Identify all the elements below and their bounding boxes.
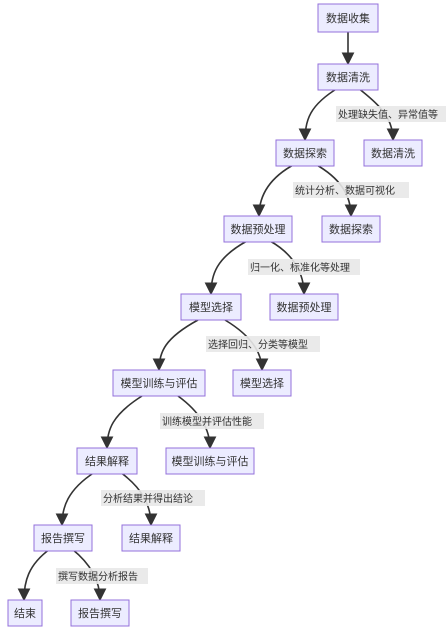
edge-label-text: 撰写数据分析报告 [58,570,138,583]
edge-label-text: 分析结果并得出结论 [103,492,193,505]
nodes-layer: 数据收集 数据清洗 数据清洗 数据探索 数据探索 数据预处理 数据预处理 [7,3,423,627]
node-result-interpretation-leaf[interactable]: 结果解释 [121,524,181,552]
node-label: 模型训练与评估 [172,454,249,468]
edge-select-to-train [152,319,199,372]
node-model-selection-leaf[interactable]: 模型选择 [232,369,292,397]
edge-label-preprocess: 归一化、标准化等处理 [248,259,360,275]
edge-labels-layer: 处理缺失值、异常值等 统计分析、数据可视化 归一化、标准化等处理 选择回归、分类… [56,106,446,584]
edge-label-explore: 统计分析、数据可视化 [293,182,409,198]
edge-label-text: 训练模型并评估性能 [162,415,252,428]
node-report-writing[interactable]: 报告撰写 [33,524,93,552]
node-label: 数据预处理 [277,300,332,314]
edge-label-train: 训练模型并评估性能 [160,413,264,429]
node-label: 数据收集 [326,11,370,25]
edge-label-interpret: 分析结果并得出结论 [101,490,205,506]
edge-label-select: 选择回归、分类等模型 [206,336,320,352]
node-data-cleaning-leaf[interactable]: 数据清洗 [363,139,423,167]
node-label: 数据探索 [329,222,373,236]
node-end[interactable]: 结束 [7,599,43,627]
edge-preprocess-to-select [204,240,248,296]
edge-label-text: 选择回归、分类等模型 [208,338,308,351]
edge-train-to-interpret [100,395,143,450]
node-label: 数据预处理 [231,222,286,236]
node-label: 报告撰写 [41,531,85,545]
node-data-exploration-leaf[interactable]: 数据探索 [321,215,381,243]
edge-label-clean: 处理缺失值、异常值等 [336,106,446,122]
node-label: 结果解释 [85,454,129,468]
node-model-training-leaf[interactable]: 模型训练与评估 [165,447,255,475]
edge-label-text: 处理缺失值、异常值等 [338,108,438,121]
node-label: 模型训练与评估 [121,376,198,390]
node-data-collection[interactable]: 数据收集 [317,3,379,33]
node-label: 模型选择 [189,300,233,314]
edge-clean-to-explore [298,87,339,142]
node-label: 结束 [14,607,36,620]
node-result-interpretation[interactable]: 结果解释 [76,447,138,475]
node-label: 报告撰写 [78,606,122,620]
node-label: 模型选择 [240,376,284,390]
edge-label-text: 归一化、标准化等处理 [250,261,350,274]
node-label: 数据探索 [283,146,327,160]
node-data-cleaning[interactable]: 数据清洗 [317,63,379,91]
node-data-preprocessing-leaf[interactable]: 数据预处理 [269,293,339,321]
edge-label-report: 撰写数据分析报告 [56,568,148,584]
node-label: 结果解释 [129,531,173,545]
node-report-writing-leaf[interactable]: 报告撰写 [70,599,130,627]
edge-report-to-end [17,548,51,602]
edge-explore-to-preprocess [252,163,296,218]
node-label: 数据清洗 [326,70,370,84]
node-model-training[interactable]: 模型训练与评估 [112,369,206,397]
edge-label-text: 统计分析、数据可视化 [295,184,395,197]
node-label: 数据清洗 [371,146,415,160]
node-data-preprocessing[interactable]: 数据预处理 [223,215,293,243]
edge-interpret-to-report [55,471,96,527]
node-data-exploration[interactable]: 数据探索 [275,139,335,167]
node-model-selection[interactable]: 模型选择 [180,293,242,321]
